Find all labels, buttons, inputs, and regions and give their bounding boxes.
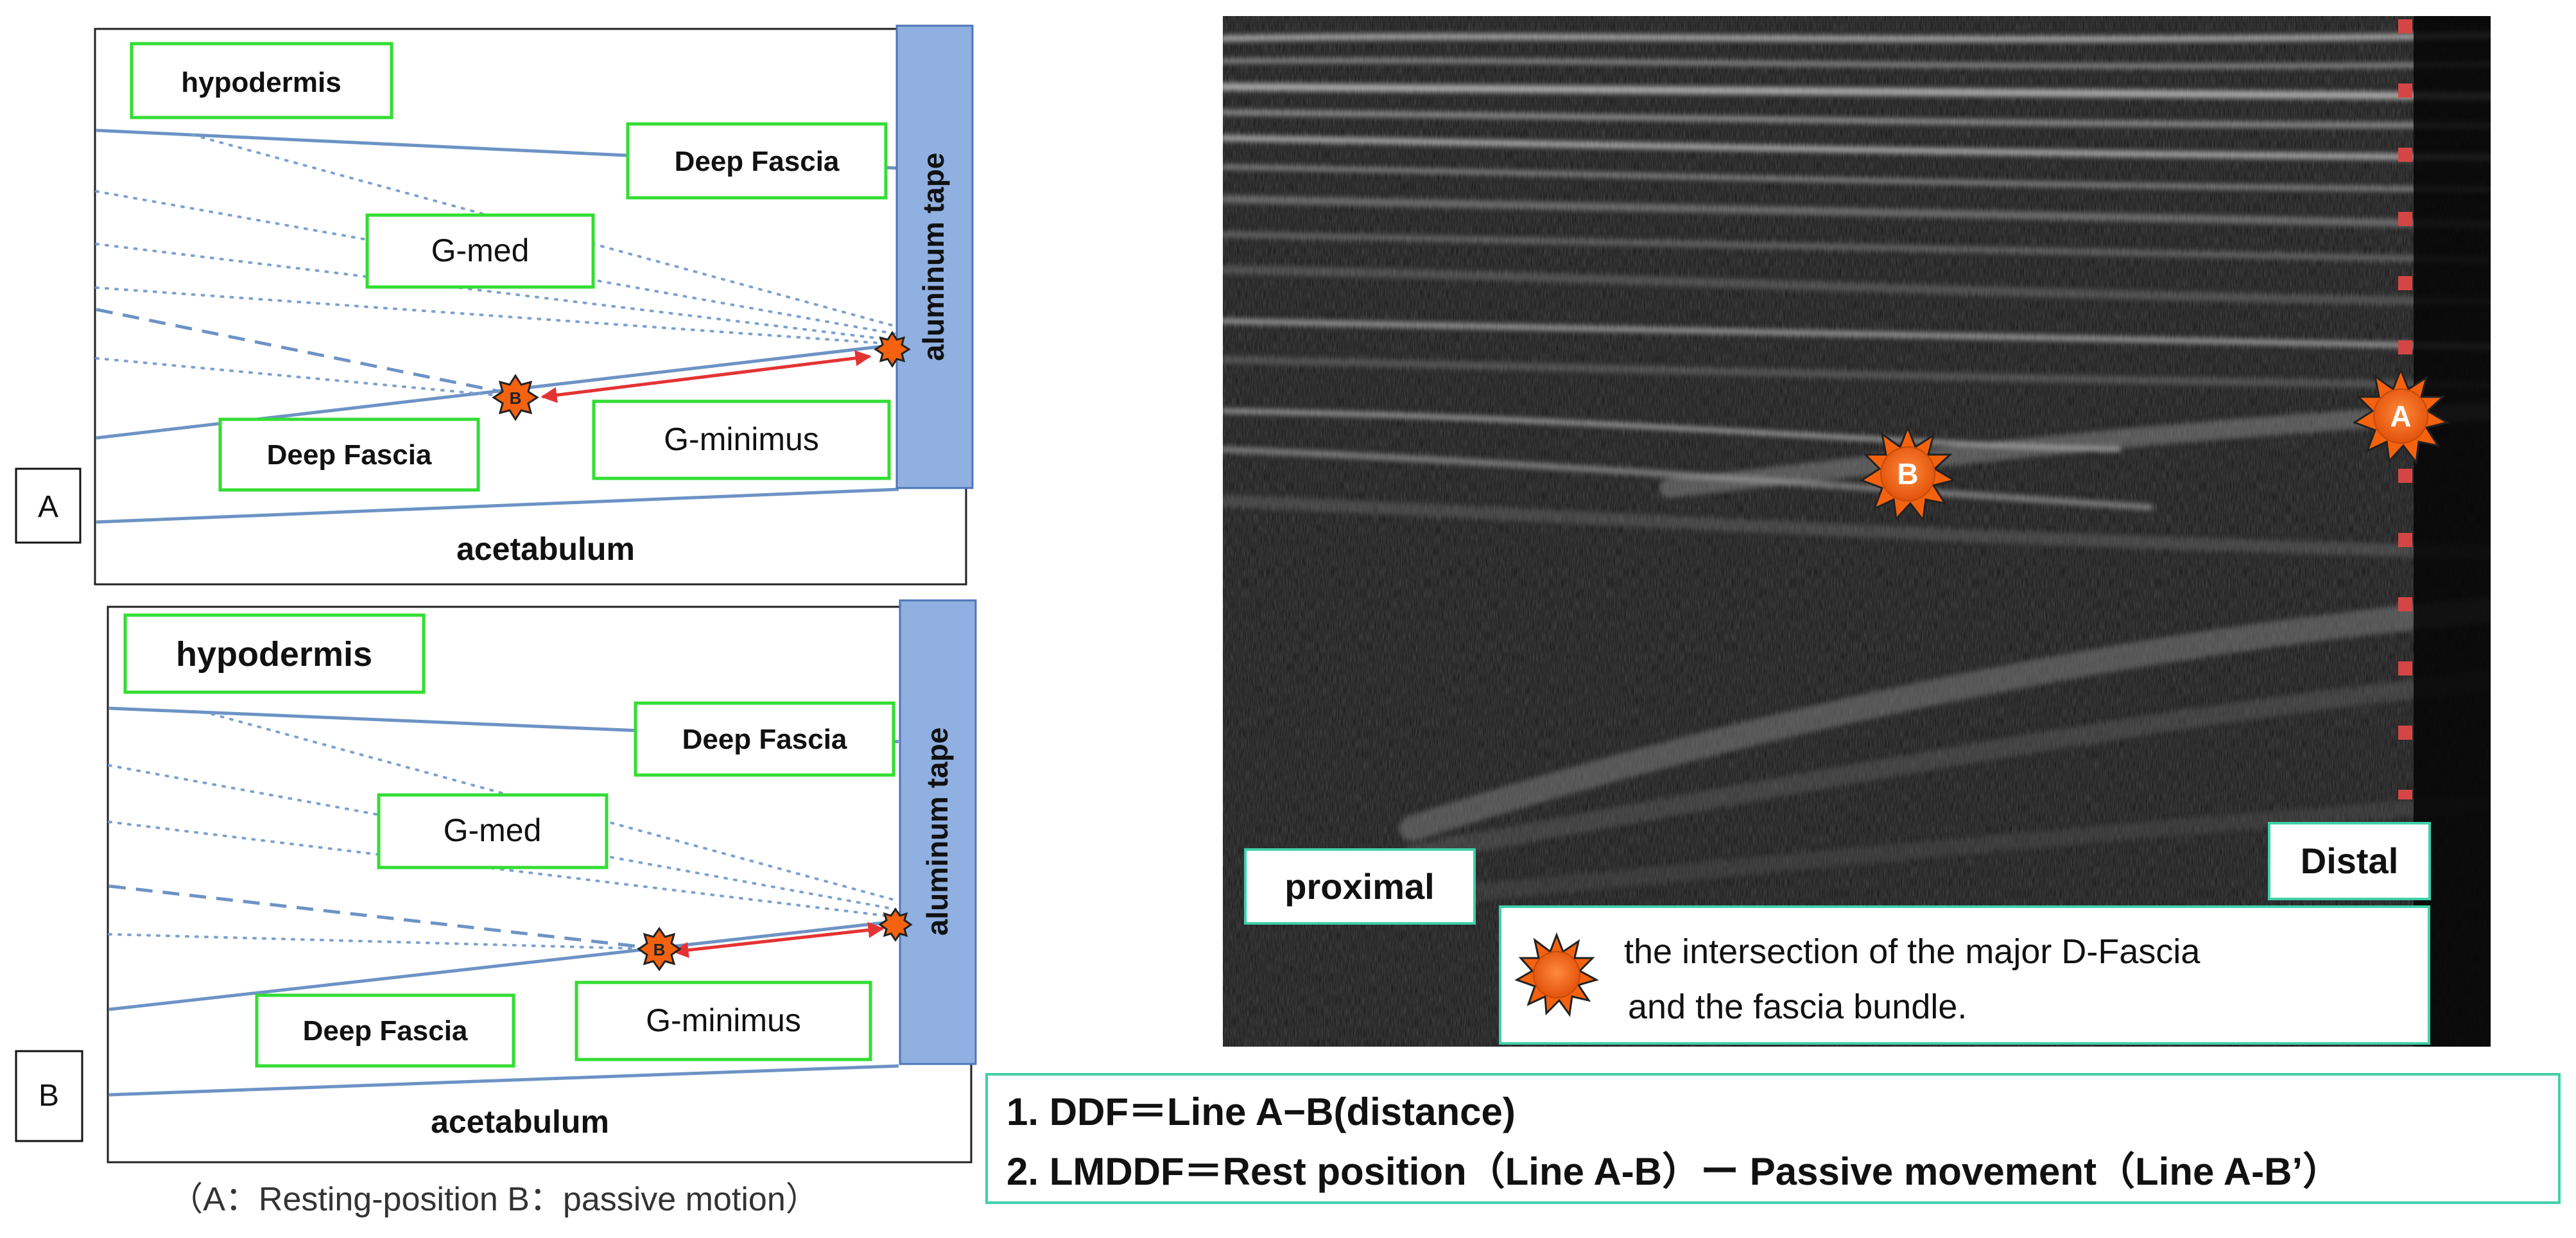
definitions-box — [985, 1073, 2561, 1204]
acetabulum-label: acetabulum — [431, 1104, 609, 1140]
hypodermis-label: hypodermis — [176, 635, 372, 674]
aluminum-tape — [895, 24, 974, 489]
acetabulum-line — [108, 1064, 899, 1097]
acetabulum-line — [96, 487, 899, 524]
distal-label-box — [2268, 822, 2431, 900]
deep-fascia-lower-label: Deep Fascia — [267, 439, 432, 471]
panel-a-tag: A — [38, 490, 58, 524]
legend-box — [1499, 905, 2430, 1045]
ultrasound-marker-a: A — [2352, 367, 2450, 465]
distance-arrow — [672, 922, 885, 958]
definition-1: 1. DDF＝Line A−B(distance) — [1007, 1090, 1516, 1133]
svg-text:B: B — [1897, 457, 1918, 491]
point-a-marker — [878, 907, 913, 942]
legend-marker-icon — [1514, 932, 1599, 1017]
panel-b-tag: B — [39, 1079, 59, 1113]
legend-text-line1: the intersection of the major D-Fascia — [1624, 932, 2200, 971]
panel-b: aluminum tape B hypodermis Deep Fascia G… — [107, 599, 977, 1164]
hypodermis-label: hypodermis — [181, 67, 341, 98]
svg-text:A: A — [2390, 399, 2411, 433]
muscle-fibres — [108, 713, 897, 950]
proximal-label-box — [1244, 848, 1476, 925]
legend-text-line2: and the fascia bundle. — [1628, 988, 1967, 1026]
caption: （A：Resting-position B：passive motion） — [169, 1181, 819, 1218]
distal-label: Distal — [2301, 841, 2399, 881]
panel-a-tag-box — [15, 467, 82, 544]
ultrasound-marker-b: B — [1859, 424, 1957, 523]
definition-2: 2. LMDDF＝Rest position（Line A-B）ー Passiv… — [1007, 1150, 2341, 1193]
tape-label: aluminum tape — [917, 153, 950, 362]
aluminum-tape — [899, 599, 977, 1065]
deep-fascia-lower-label: Deep Fascia — [303, 1015, 468, 1047]
fascia-bundle-dashed-line — [108, 884, 662, 951]
proximal-label: proximal — [1284, 866, 1434, 907]
g-med-label: G-med — [431, 232, 530, 268]
panel-a: aluminum tape B hypodermis Deep Fascia G… — [94, 24, 974, 586]
g-minimus-label: G-minimus — [646, 1002, 801, 1038]
deep-fascia-upper-label: Deep Fascia — [675, 146, 840, 177]
point-b-marker: B — [492, 374, 539, 421]
svg-text:B: B — [653, 940, 666, 959]
panel-b-tag-box — [15, 1050, 83, 1142]
g-med-label: G-med — [444, 812, 542, 848]
tissue-bands — [1223, 32, 2491, 920]
point-b-marker: B — [637, 927, 682, 972]
acetabulum-label: acetabulum — [456, 531, 635, 567]
deep-fascia-upper-label: Deep Fascia — [682, 724, 847, 755]
g-minimus-label: G-minimus — [664, 421, 819, 457]
distance-arrow — [540, 350, 872, 403]
tape-label: aluminum tape — [921, 728, 954, 936]
point-a-marker — [874, 331, 911, 368]
fascia-bundle-dashed-line — [96, 308, 508, 395]
svg-text:B: B — [510, 388, 522, 408]
